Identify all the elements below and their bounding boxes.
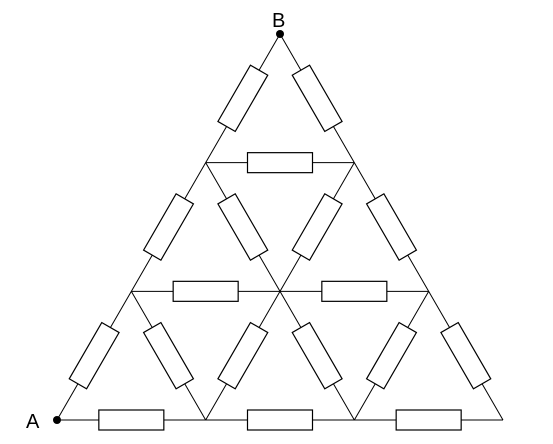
- resistor-18: [291, 64, 343, 133]
- resistor-10: [172, 280, 239, 302]
- wires-layer: [56, 33, 504, 421]
- resistor-1: [98, 409, 165, 431]
- resistor-8: [365, 321, 418, 390]
- resistor-7: [395, 409, 462, 431]
- terminal-a-label: A: [26, 411, 40, 433]
- resistor-4: [246, 409, 314, 431]
- resistor-6: [291, 321, 343, 390]
- resistor-12: [217, 193, 269, 261]
- resistor-2: [68, 321, 120, 390]
- resistor-3: [142, 321, 195, 390]
- resistors-layer: [68, 64, 492, 431]
- resistor-5: [217, 321, 269, 390]
- terminal-b-dot: [276, 30, 284, 38]
- resistor-14: [291, 193, 343, 261]
- resistor-15: [365, 193, 418, 261]
- resistor-9: [440, 321, 492, 390]
- resistor-11: [142, 193, 195, 261]
- terminal-b-label: B: [272, 10, 285, 32]
- resistor-17: [217, 64, 269, 133]
- resistor-13: [321, 280, 388, 302]
- resistor-16: [246, 152, 314, 174]
- terminal-a-dot: [53, 416, 61, 424]
- terminals-layer: A B: [26, 10, 285, 433]
